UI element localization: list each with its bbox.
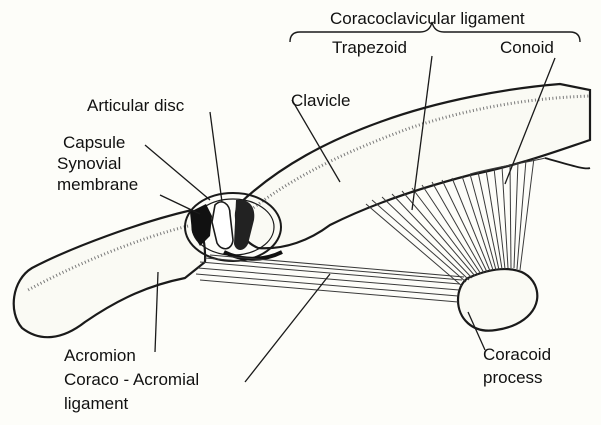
label-conoid: Conoid	[500, 38, 554, 58]
lower-shoulder-outline	[545, 158, 590, 168]
leader-coraco-acromial	[245, 274, 330, 382]
coracoid-process	[458, 269, 537, 331]
label-coracoid: Coracoid	[483, 345, 551, 365]
label-articular-disc: Articular disc	[87, 96, 184, 116]
label-coracoclavicular-ligament: Coracoclavicular ligament	[330, 9, 525, 29]
joint-capsule-bottom	[224, 252, 282, 259]
label-membrane: membrane	[57, 175, 138, 195]
conoid-fibres	[470, 158, 545, 270]
leader-synovial-membrane	[160, 195, 200, 214]
acromion-bone	[14, 210, 205, 337]
articular-disc-shape	[212, 202, 233, 249]
clavicle-bone	[236, 84, 590, 248]
label-ligament: ligament	[64, 394, 128, 414]
label-acromion: Acromion	[64, 346, 136, 366]
label-coraco-acromial: Coraco - Acromial	[64, 370, 199, 390]
leader-capsule	[145, 145, 210, 200]
coraco-acromial-fibres	[196, 255, 464, 302]
label-synovial: Synovial	[57, 154, 121, 174]
leader-articular-disc	[210, 112, 222, 202]
label-clavicle: Clavicle	[291, 91, 351, 111]
label-capsule: Capsule	[63, 133, 125, 153]
label-trapezoid: Trapezoid	[332, 38, 407, 58]
label-process: process	[483, 368, 543, 388]
